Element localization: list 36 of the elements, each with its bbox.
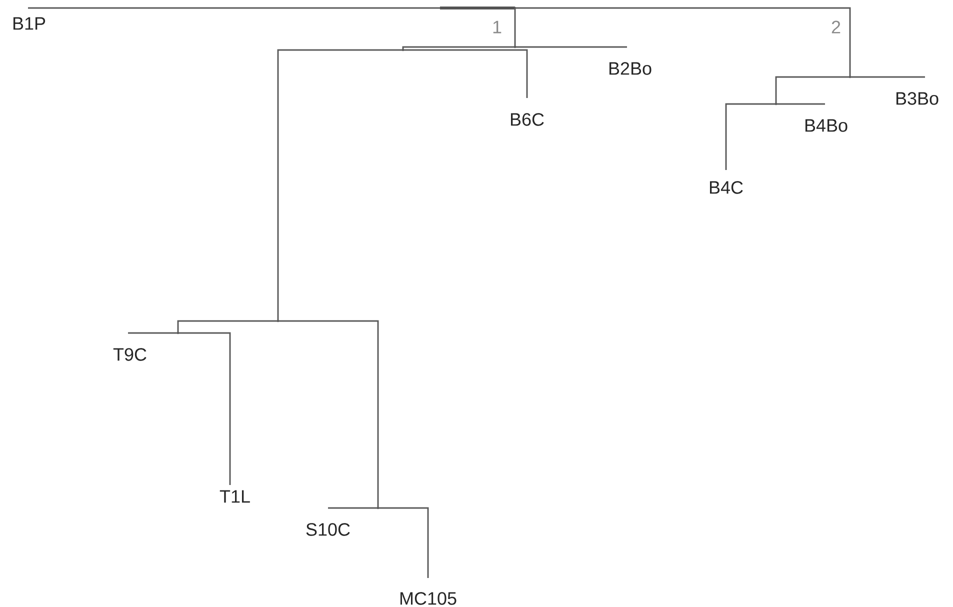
tree-branch xyxy=(128,332,178,334)
branch-point xyxy=(774,102,778,106)
tree-branch xyxy=(277,49,403,321)
leaf-label: B1P xyxy=(13,17,46,30)
tree-branch xyxy=(378,507,429,578)
tree-branch xyxy=(725,103,776,170)
leaf-label: MC105 xyxy=(400,592,456,605)
leaf-label: B4Bo xyxy=(805,119,848,132)
tree-branch xyxy=(775,76,850,104)
leaf-label: B4C xyxy=(710,181,743,194)
tree-branch xyxy=(403,49,528,98)
tree-branch xyxy=(28,7,515,9)
tree-branch xyxy=(514,8,516,47)
branch-label: 1 xyxy=(490,19,504,35)
tree-branch xyxy=(328,507,378,509)
tree-branch xyxy=(177,320,278,333)
tree-branch xyxy=(515,7,851,77)
tree-branch xyxy=(776,103,825,105)
leaf-label: S10C xyxy=(306,523,350,536)
branch-point xyxy=(402,48,404,52)
leaf-label: B3Bo xyxy=(896,92,938,105)
branch-point xyxy=(514,46,516,48)
leaf-label: B6C xyxy=(510,113,544,126)
branch-label: 2 xyxy=(830,19,842,35)
branch-point xyxy=(276,320,280,322)
leaf-label: B2Bo xyxy=(609,62,652,75)
leaf-label: T1L xyxy=(220,490,250,503)
tree-branch xyxy=(278,320,379,508)
branch-point xyxy=(376,506,380,510)
leaf-label: T9C xyxy=(113,348,146,361)
branch-point xyxy=(848,76,852,78)
branch-point xyxy=(176,332,180,334)
tree-branch xyxy=(850,76,925,78)
tree-branch xyxy=(515,46,627,48)
tree-branch xyxy=(402,46,515,50)
tree-branch xyxy=(178,332,231,485)
